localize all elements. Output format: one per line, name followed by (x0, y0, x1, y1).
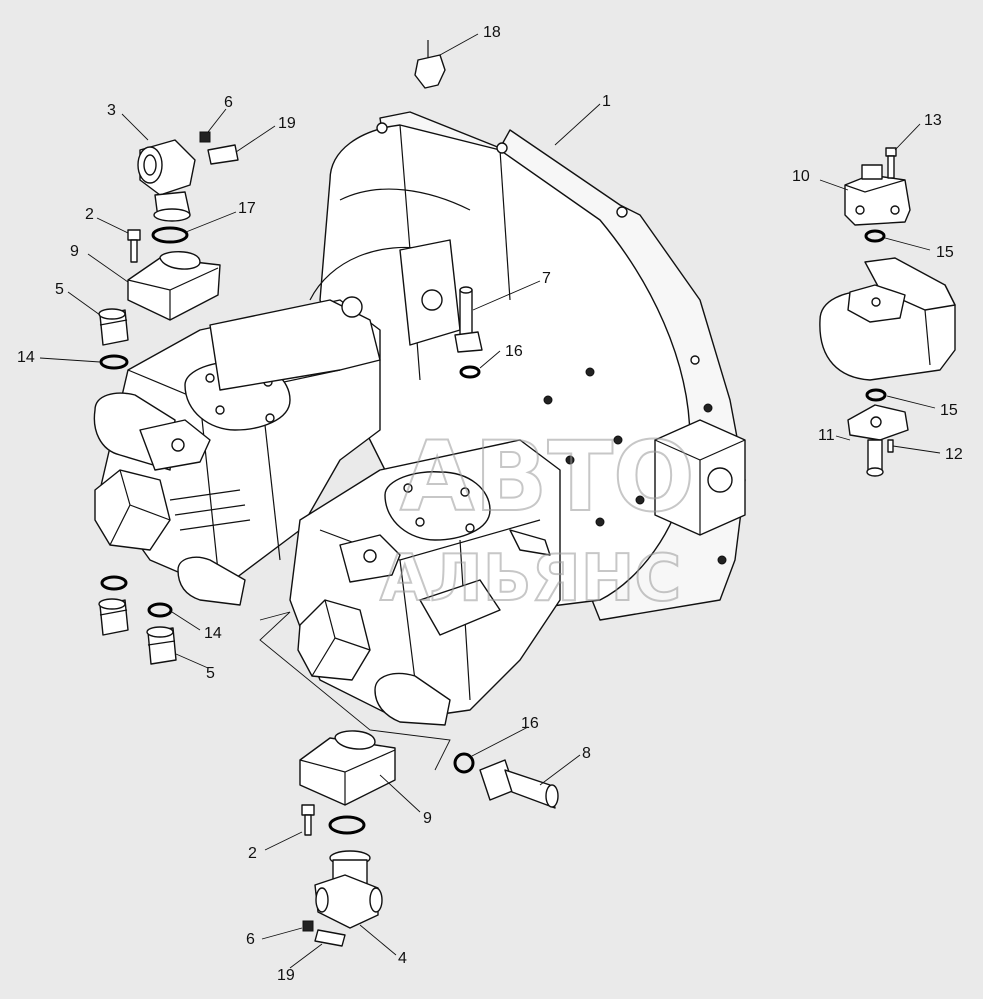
leader-lines (39, 33, 941, 969)
o-ring-part-14-top (99, 354, 129, 370)
callout-14-lower: 14 (204, 625, 222, 642)
watermark-line-1: АВТО (400, 421, 695, 533)
callout-14-top: 14 (17, 349, 35, 366)
watermark-line-2: АЛЬЯНС (380, 542, 681, 616)
callout-12: 12 (945, 446, 963, 463)
plug-part-6-lower (302, 920, 314, 932)
callout-5-top: 5 (55, 281, 64, 298)
bolt-part-2-lower (301, 804, 315, 836)
screw-part-12 (887, 439, 894, 453)
fitting-part-5-lower-left (98, 598, 129, 636)
plate-part-19-lower (314, 929, 346, 947)
callout-2-top: 2 (85, 206, 94, 223)
hydraulic-motor (819, 257, 956, 381)
callout-2-lower: 2 (248, 845, 257, 862)
clamp-half-part-9-top (127, 251, 221, 321)
callout-8: 8 (582, 745, 591, 762)
callout-1: 1 (602, 93, 611, 110)
pipe-fitting-part-8 (479, 759, 559, 809)
watermark: АВТО АЛЬЯНС (379, 420, 696, 617)
sensor-part-18 (414, 40, 446, 89)
callout-labels: 18 1 3 6 19 13 10 2 17 15 9 7 5 16 14 15… (17, 24, 963, 984)
upper-pump-assembly (93, 296, 381, 606)
callout-7: 7 (542, 270, 551, 287)
callout-13: 13 (924, 112, 942, 129)
o-ring-part-14-lower-left (100, 575, 128, 591)
callout-18: 18 (483, 24, 501, 41)
fitting-part-5-top (98, 308, 129, 346)
clamp-half-part-9-lower (299, 730, 396, 806)
lower-pump-assembly (289, 439, 561, 726)
o-ring-part-17 (151, 226, 189, 244)
callout-17: 17 (238, 200, 256, 217)
o-ring-lower (328, 815, 366, 835)
callout-16-top: 16 (505, 343, 523, 360)
elbow-fitting-part-3 (137, 139, 196, 222)
callout-6-top: 6 (224, 94, 233, 111)
callout-10: 10 (792, 168, 810, 185)
callout-9-lower: 9 (423, 810, 432, 827)
fitting-part-5-lower (146, 626, 177, 665)
o-ring-part-15-lower (865, 388, 887, 402)
callout-4: 4 (398, 950, 407, 967)
callout-5-lower: 5 (206, 665, 215, 682)
phantom-line (259, 611, 451, 771)
pipe-part-7 (454, 286, 483, 353)
plate-part-19-top (207, 144, 239, 165)
callout-19-top: 19 (278, 115, 296, 132)
plug-part-6-top (199, 131, 211, 143)
callout-9-top: 9 (70, 243, 79, 260)
callout-6-lower: 6 (246, 931, 255, 948)
elbow-fitting-part-4 (314, 850, 383, 929)
flange-nozzle-part-11 (847, 404, 909, 477)
callout-16-lower: 16 (521, 715, 539, 732)
o-ring-part-16-top (459, 365, 481, 379)
callout-15-top: 15 (936, 244, 954, 261)
callout-11: 11 (818, 427, 835, 444)
bolt-part-13 (885, 147, 897, 179)
valve-block-part-10 (844, 164, 911, 226)
o-ring-part-15-top (864, 229, 886, 243)
o-ring-part-16-lower (453, 752, 475, 774)
callout-19-lower: 19 (277, 967, 295, 984)
callout-3: 3 (107, 102, 116, 119)
callout-15-lower: 15 (940, 402, 958, 419)
bolt-part-2-top (127, 229, 141, 263)
o-ring-part-14-lower (147, 602, 173, 618)
